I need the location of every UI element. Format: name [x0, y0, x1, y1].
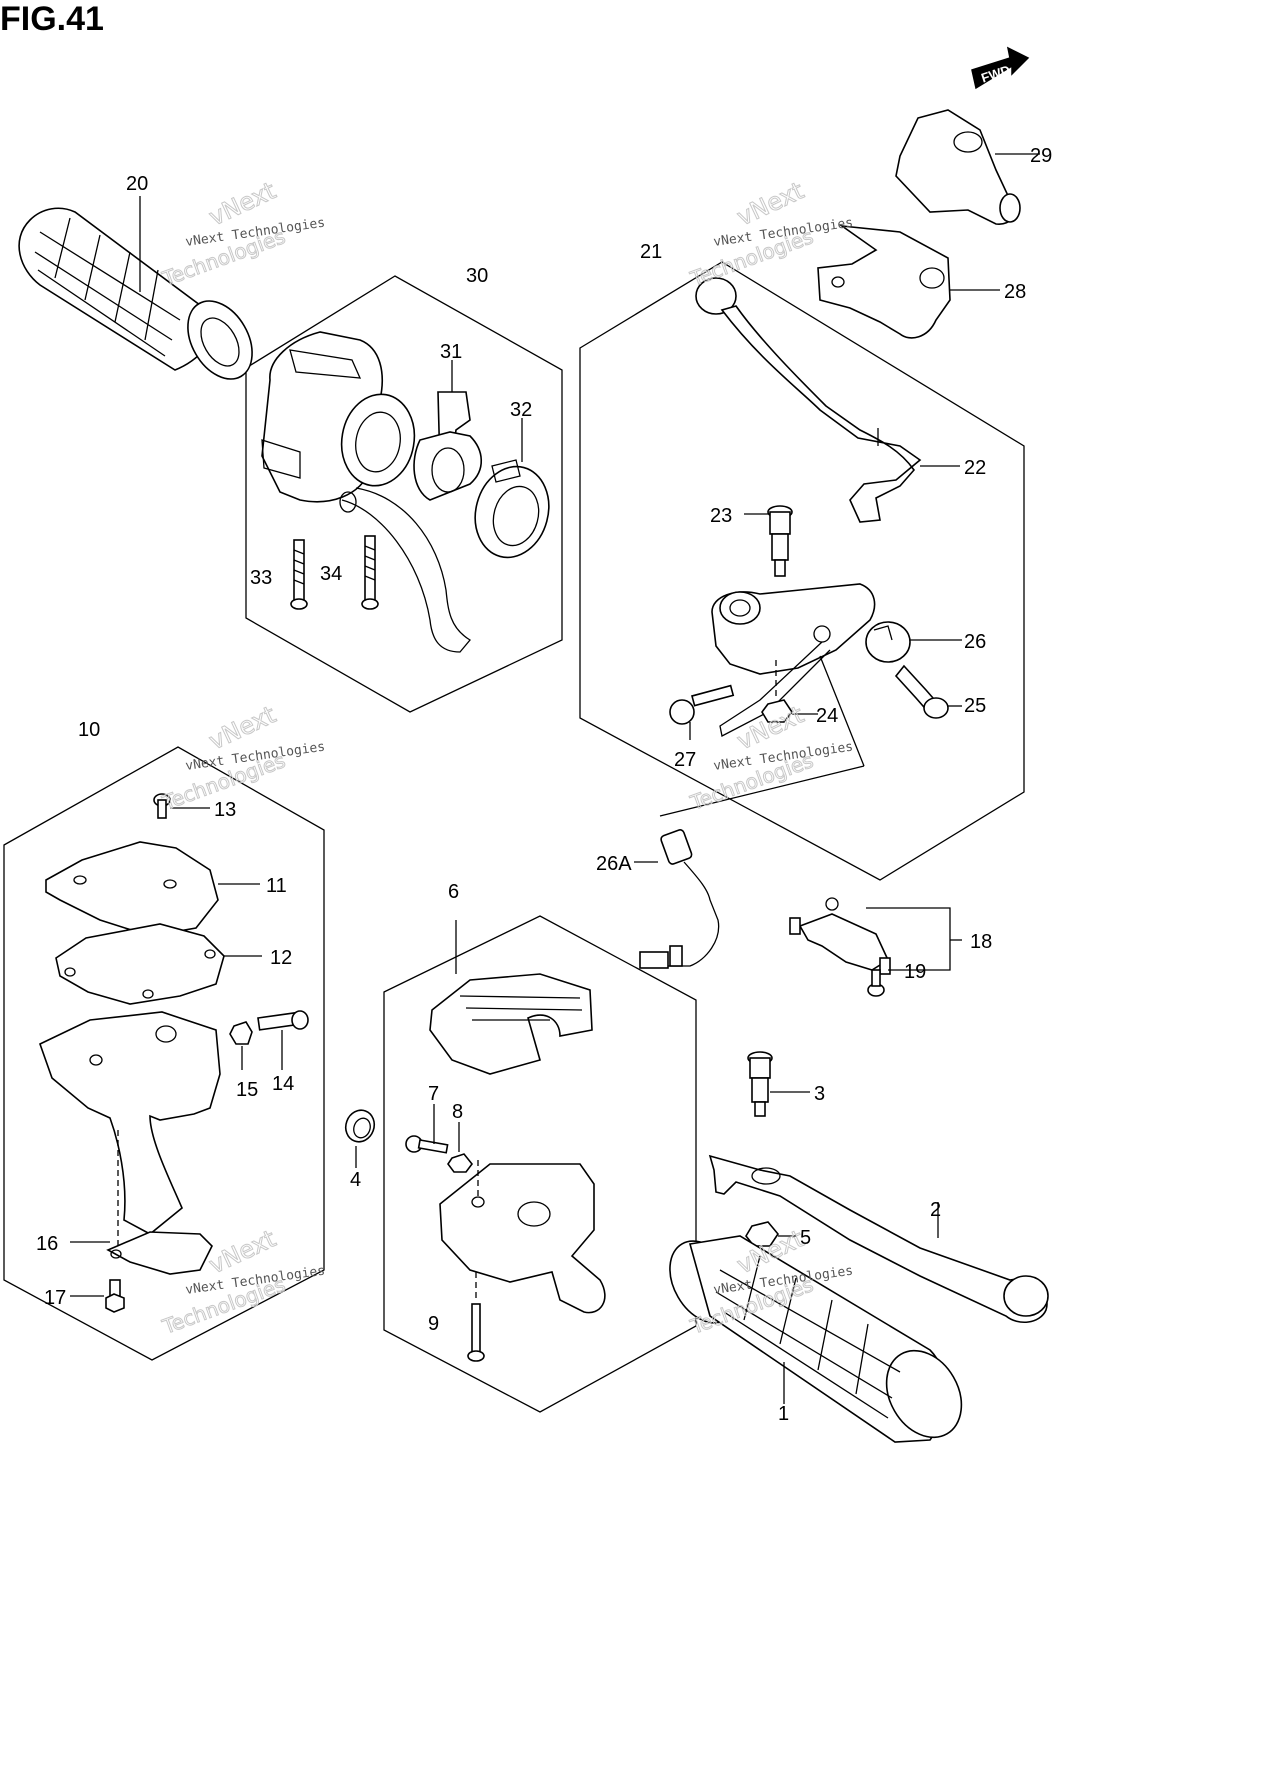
- callout-11: 11: [266, 875, 287, 897]
- switch-base-part: [439, 1163, 606, 1314]
- callout-5: 5: [800, 1227, 811, 1249]
- switch-18-part: [789, 897, 891, 975]
- callout-13: 13: [214, 799, 236, 821]
- callout-25: 25: [964, 695, 986, 717]
- switch-lead-26a-part: [639, 829, 720, 969]
- group-box-21: [579, 261, 1025, 881]
- bolt-7-part: [405, 1135, 449, 1154]
- screw-25-part: [894, 664, 949, 719]
- screw-17-part: [105, 1279, 125, 1313]
- screw-33-part: [290, 539, 308, 610]
- callout-14: 14: [272, 1073, 294, 1095]
- callout-28: 28: [1004, 281, 1026, 303]
- bolt-3-part: [747, 1051, 773, 1117]
- switch-housing-part: [261, 331, 471, 653]
- callout-18: 18: [970, 931, 992, 953]
- callout-9: 9: [428, 1313, 439, 1335]
- nut-8-part: [447, 1153, 474, 1173]
- bracket-16-part: [106, 1231, 213, 1275]
- callout-22: 22: [964, 457, 986, 479]
- group-box-10: [3, 746, 325, 1361]
- cap-26-part: [865, 621, 911, 663]
- callout-27: 27: [674, 749, 696, 771]
- figure-title: FIG.41: [0, 0, 104, 38]
- callout-10: 10: [78, 719, 100, 741]
- fwd-arrow-icon: FWD: [971, 46, 1030, 90]
- gasket-12-part: [55, 923, 225, 1005]
- nut-24-part: [761, 699, 793, 723]
- callout-12: 12: [270, 947, 292, 969]
- bolt-27-part: [669, 684, 735, 725]
- callout-31: 31: [440, 341, 462, 363]
- callout-29: 29: [1030, 145, 1052, 167]
- bolt-23-part: [767, 505, 793, 577]
- clutch-lever-2-part: [708, 1154, 1049, 1323]
- bracket-28-part: [817, 224, 951, 339]
- callout-33: 33: [250, 567, 272, 589]
- callout-24: 24: [816, 705, 838, 727]
- lever-switch-31-part: [413, 391, 483, 501]
- screw-19-part: [867, 969, 885, 997]
- callout-20: 20: [126, 173, 148, 195]
- callout-30: 30: [466, 265, 488, 287]
- grip-right-part: [669, 1235, 963, 1443]
- screw-9-part: [467, 1303, 485, 1362]
- screw-34-part: [361, 535, 379, 610]
- callout-16: 16: [36, 1233, 58, 1255]
- callout-34: 34: [320, 563, 342, 585]
- callout-labels: 1 2 3 4 5 6 7 8 9 10 11 12 13 14 15 16 1…: [36, 145, 1052, 1425]
- callout-23: 23: [710, 505, 732, 527]
- throttle-body-part: [39, 1011, 221, 1235]
- grip-left-part: [18, 207, 253, 380]
- callout-8: 8: [452, 1101, 463, 1123]
- callout-6: 6: [448, 881, 459, 903]
- callout-32: 32: [510, 399, 532, 421]
- callout-3: 3: [814, 1083, 825, 1105]
- collar-32-part: [474, 459, 550, 559]
- callout-1: 1: [778, 1403, 789, 1425]
- callout-26: 26: [964, 631, 986, 653]
- callout-4: 4: [350, 1169, 361, 1191]
- callout-7: 7: [428, 1083, 439, 1105]
- callout-15: 15: [236, 1079, 258, 1101]
- master-cylinder-part: [711, 583, 876, 737]
- ring-4-part: [344, 1109, 376, 1143]
- cover-29-part: [895, 109, 1021, 225]
- screw-13-part: [153, 793, 171, 819]
- group-box-6: [383, 915, 697, 1413]
- callout-21: 21: [640, 241, 662, 263]
- callout-26a: 26A: [596, 853, 632, 875]
- cover-11-part: [45, 841, 219, 937]
- nut-5-part: [745, 1221, 779, 1247]
- group-box-30: [245, 275, 563, 713]
- callout-19: 19: [904, 961, 926, 983]
- switch-cover-6-part: [429, 973, 593, 1075]
- callout-17: 17: [44, 1287, 66, 1309]
- bolt-14-part: [257, 1010, 309, 1031]
- nut-15-part: [229, 1021, 253, 1045]
- brake-lever-22-part: [695, 277, 922, 523]
- callout-2: 2: [930, 1199, 941, 1221]
